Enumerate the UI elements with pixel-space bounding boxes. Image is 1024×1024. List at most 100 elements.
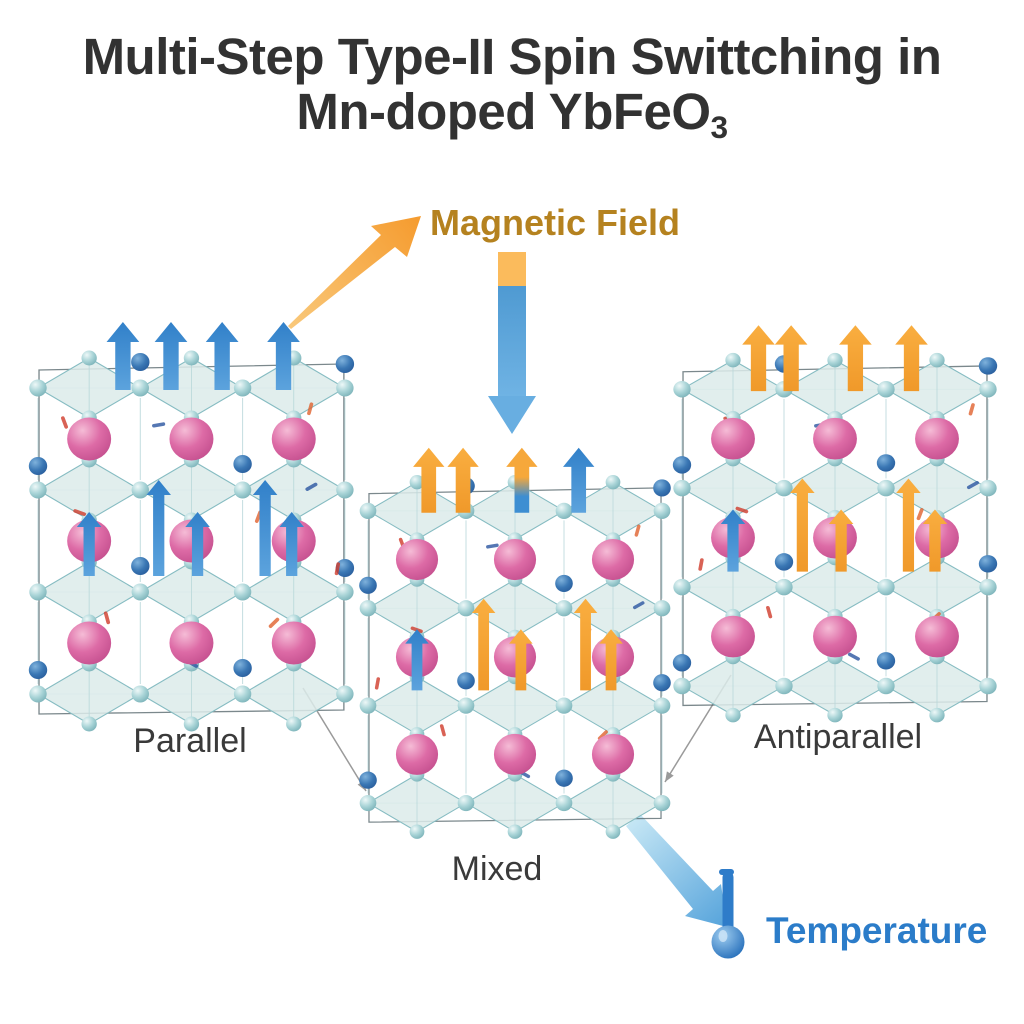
mn-dopant-atom [131,353,150,371]
mn-dopant-atom [28,661,48,679]
subscript: 3 [710,108,729,145]
antiparallel-label: Antiparallel [753,718,923,756]
oxygen-atom [336,481,354,499]
spin-arrow-orange [828,509,854,572]
spin-arrow-orange [790,478,815,572]
spin-arrow-blue [405,629,429,691]
texture-scribble [735,506,749,514]
mn-dopant-atom [978,555,998,573]
oxygen-atom [775,677,793,695]
mn-dopant-atom [774,553,794,571]
mn-dopant-atom [28,457,48,475]
spin-arrow-orange [839,325,872,392]
oxygen-atom [673,677,691,695]
yb-atom [67,417,112,461]
spin-arrow-blue [106,322,140,390]
temperature-label: Temperature [766,910,988,951]
figure-title: Multi-Step Type-II Spin Swittching in Mn… [0,29,1024,145]
spin-arrow-blue [252,480,278,576]
spin-arrow-orange [896,478,921,572]
mn-dopant-atom [555,769,573,787]
oxygen-atom [507,824,523,839]
mn-dopant-atom [876,454,896,472]
oxygen-atom [673,578,691,596]
oxygen-atom [29,685,47,703]
spin-arrow-blue [154,322,188,390]
yb-atom [493,539,537,581]
spin-arrow-orange [895,325,928,392]
temperature-arrow [626,814,727,927]
yb-atom [271,621,316,665]
spin-arrow-blue [205,322,239,390]
oxygen-atom [775,479,793,497]
oxygen-atom [555,697,573,714]
texture-scribble [766,605,773,619]
yb-atom [67,621,112,665]
oxygen-atom [233,481,252,499]
crystal-parallel [28,322,355,732]
oxygen-atom [359,697,377,714]
mn-dopant-atom [131,557,150,575]
spin-arrow-blue [279,512,304,576]
oxygen-atom [336,685,354,703]
oxygen-atom [131,685,149,703]
oxygen-atom [233,379,252,397]
yb-atom [711,417,755,460]
oxygen-atom [827,707,843,723]
oxygen-atom [725,707,741,723]
mn-dopant-atom [233,455,252,473]
oxygen-atom [979,578,997,596]
oxygen-atom [929,707,945,723]
oxygen-atom [29,583,47,601]
oxygen-atom [336,583,354,601]
texture-scribble [698,558,704,571]
spin-arrow-blue [563,447,595,513]
oxygen-atom [81,350,97,366]
oxygen-atom [653,794,671,812]
oxygen-atom [29,481,47,499]
yb-atom [395,733,439,775]
crystal-antiparallel [672,325,998,723]
mn-dopant-atom [457,672,475,690]
texture-scribble [486,543,499,549]
mn-dopant-atom [359,576,377,594]
yb-atom [395,539,439,581]
yb-atom [591,539,635,581]
spin-arrow-orange [742,325,775,392]
spin-arrow-orange [413,447,445,513]
texture-scribble [968,403,975,416]
oxygen-atom [827,352,843,368]
oxygen-atom [653,600,671,617]
texture-scribble [305,482,318,491]
oxygen-atom [775,578,793,596]
oxygen-atom [131,481,149,499]
spin-arrow-blue [267,322,300,390]
oxygen-atom [653,502,671,519]
texture-scribble [268,617,280,628]
yb-atom [915,615,959,658]
texture-scribble [152,422,166,428]
spin-arrow-blue [720,509,746,572]
texture-scribble [966,481,979,490]
spin-arrow-orange [599,629,623,691]
texture-scribble [73,509,87,516]
yb-atom [271,417,316,461]
oxygen-atom [555,794,573,812]
oxygen-atom [286,716,302,732]
thermometer-icon [711,869,745,959]
spin-arrow-orange [471,598,496,691]
oxygen-atom [29,379,47,397]
yb-atom [169,621,214,665]
yb-atom [915,417,959,460]
texture-scribble [916,508,924,521]
oxygen-atom [673,479,691,497]
yb-atom [813,417,857,460]
oxygen-atom [359,600,377,617]
oxygen-atom [131,583,149,601]
texture-scribble [597,730,608,741]
oxygen-atom [555,600,573,617]
oxygen-atom [605,824,621,839]
oxygen-atom [336,379,354,397]
